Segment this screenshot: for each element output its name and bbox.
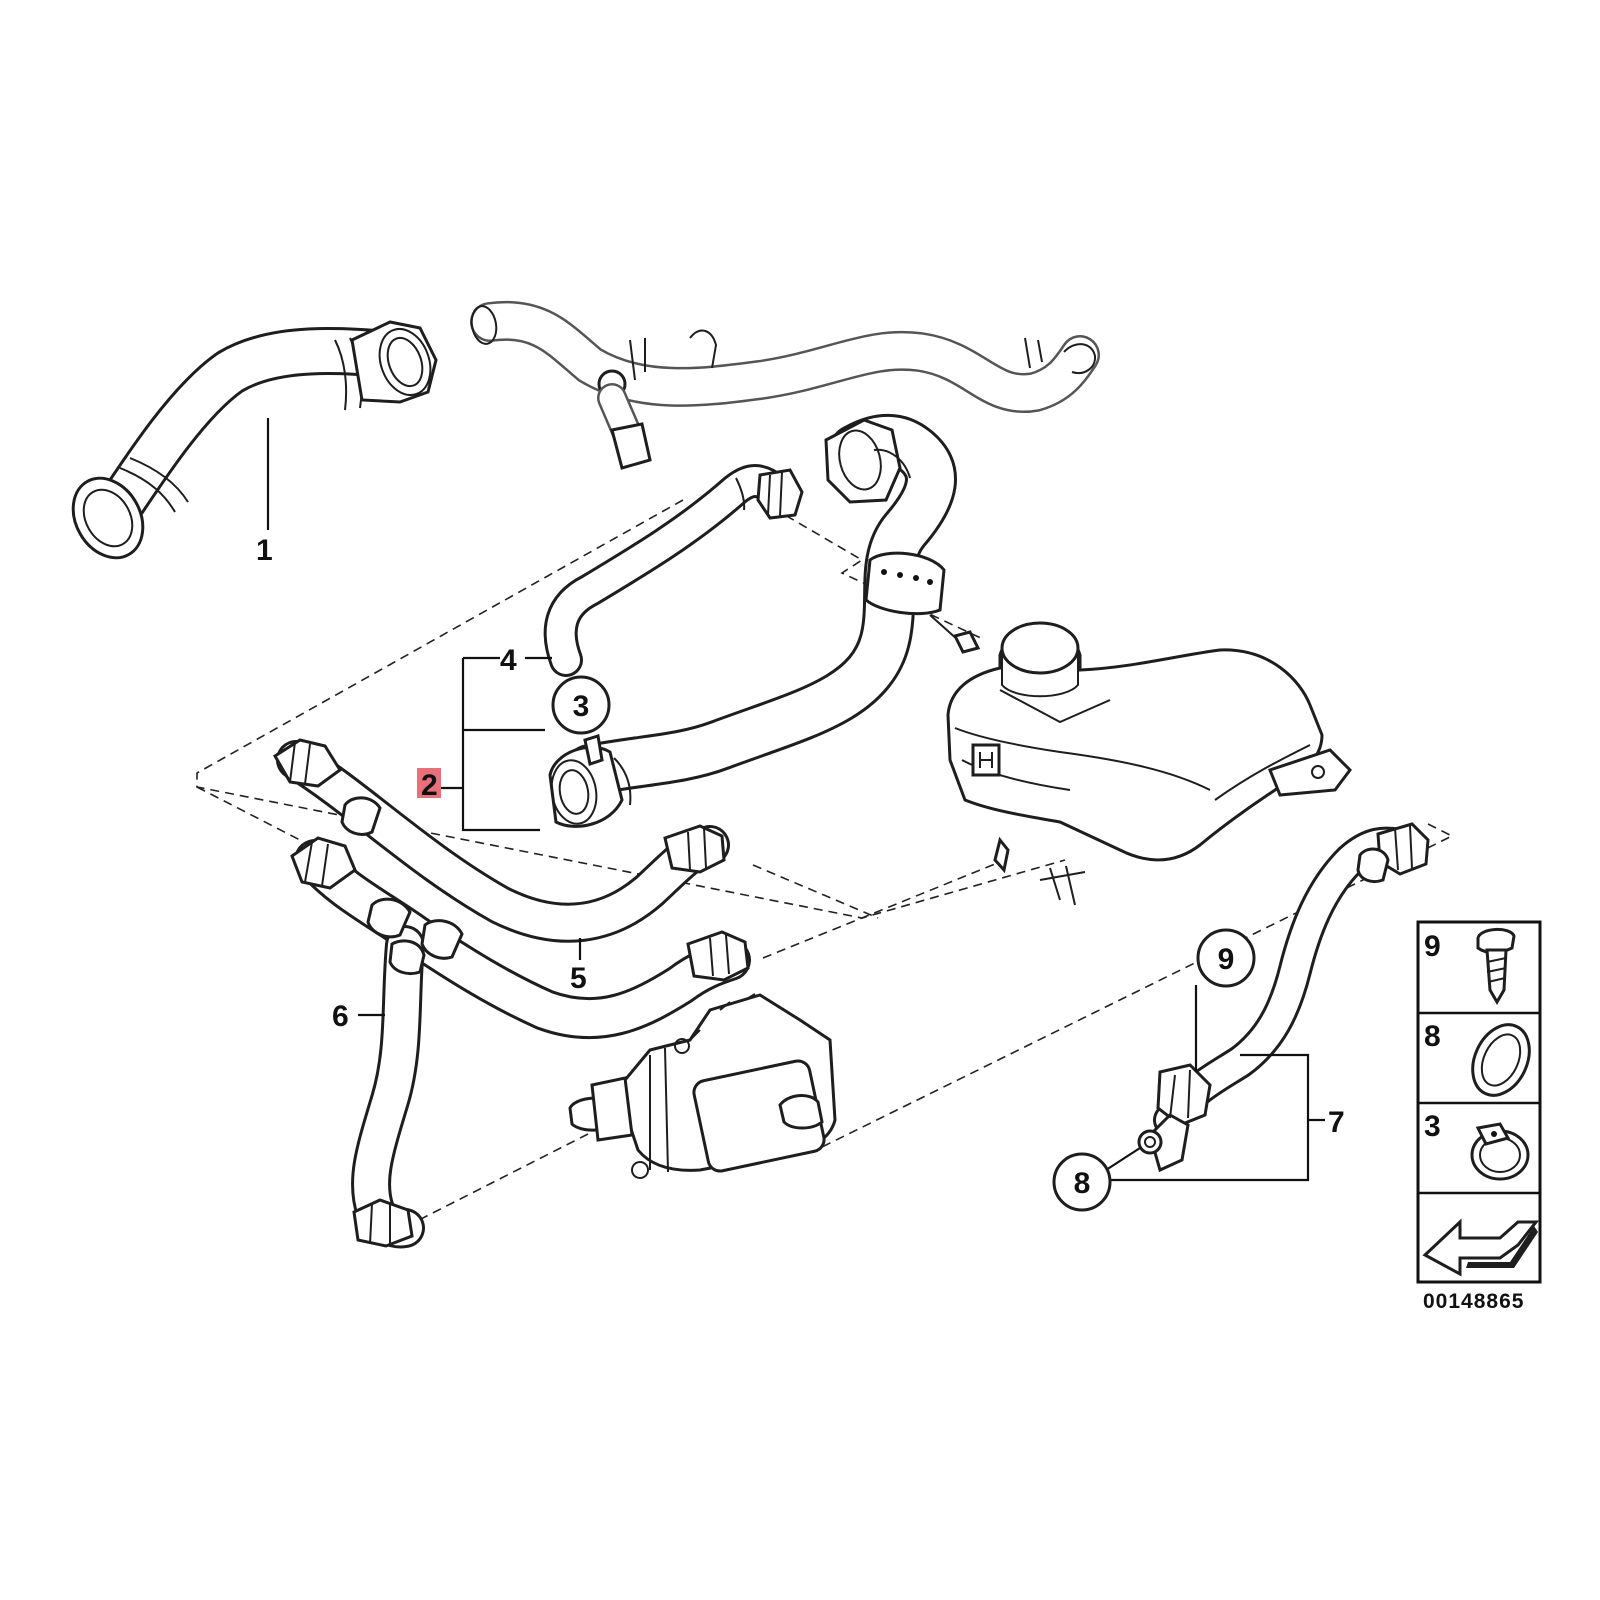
legend-box: 9 8 3	[1416, 920, 1542, 1284]
callout-2: 2	[421, 769, 438, 802]
screw-icon	[1476, 928, 1516, 1005]
legend-number-2: 8	[1424, 1020, 1441, 1053]
callout-3-circle: 3	[551, 675, 611, 735]
seal-ring-icon	[1471, 1023, 1531, 1097]
oil-cooler	[568, 993, 837, 1179]
callout-9-circle: 9	[1196, 928, 1256, 988]
part-1-upper-hose	[71, 320, 438, 560]
arrow-plate-icon	[1422, 1218, 1540, 1277]
background-coolant-pipe	[470, 300, 1100, 470]
callout-7: 7	[1328, 1106, 1345, 1139]
callout-8: 8	[1074, 1167, 1091, 1200]
part-2-main-hose	[548, 414, 981, 828]
callout-5: 5	[570, 962, 587, 995]
callout-6: 6	[332, 1000, 349, 1033]
callout-2-highlight	[417, 768, 441, 798]
dashed-assembly-lines	[196, 499, 1454, 1223]
leader-lines	[266, 418, 1325, 1182]
callout-4: 4	[500, 644, 517, 677]
callout-8-circle: 8	[1052, 1152, 1112, 1212]
part-5-lower-hose	[272, 738, 730, 943]
callout-labels: 1 2 4 5 6 7 3 9 8	[256, 534, 1345, 1212]
hose-clamp-icon	[1470, 1122, 1530, 1181]
part-7-right-hose	[1137, 822, 1430, 1173]
callout-9: 9	[1218, 943, 1235, 976]
callout-3: 3	[573, 690, 590, 723]
part-4-bleed-hose	[543, 464, 804, 677]
diagram-code: 00148865	[1423, 1290, 1524, 1313]
legend-number-1: 9	[1424, 930, 1441, 963]
part-6-t-hose	[290, 836, 751, 1249]
expansion-tank	[946, 621, 1352, 906]
callout-1: 1	[256, 534, 273, 567]
legend-number-3: 3	[1424, 1110, 1441, 1143]
